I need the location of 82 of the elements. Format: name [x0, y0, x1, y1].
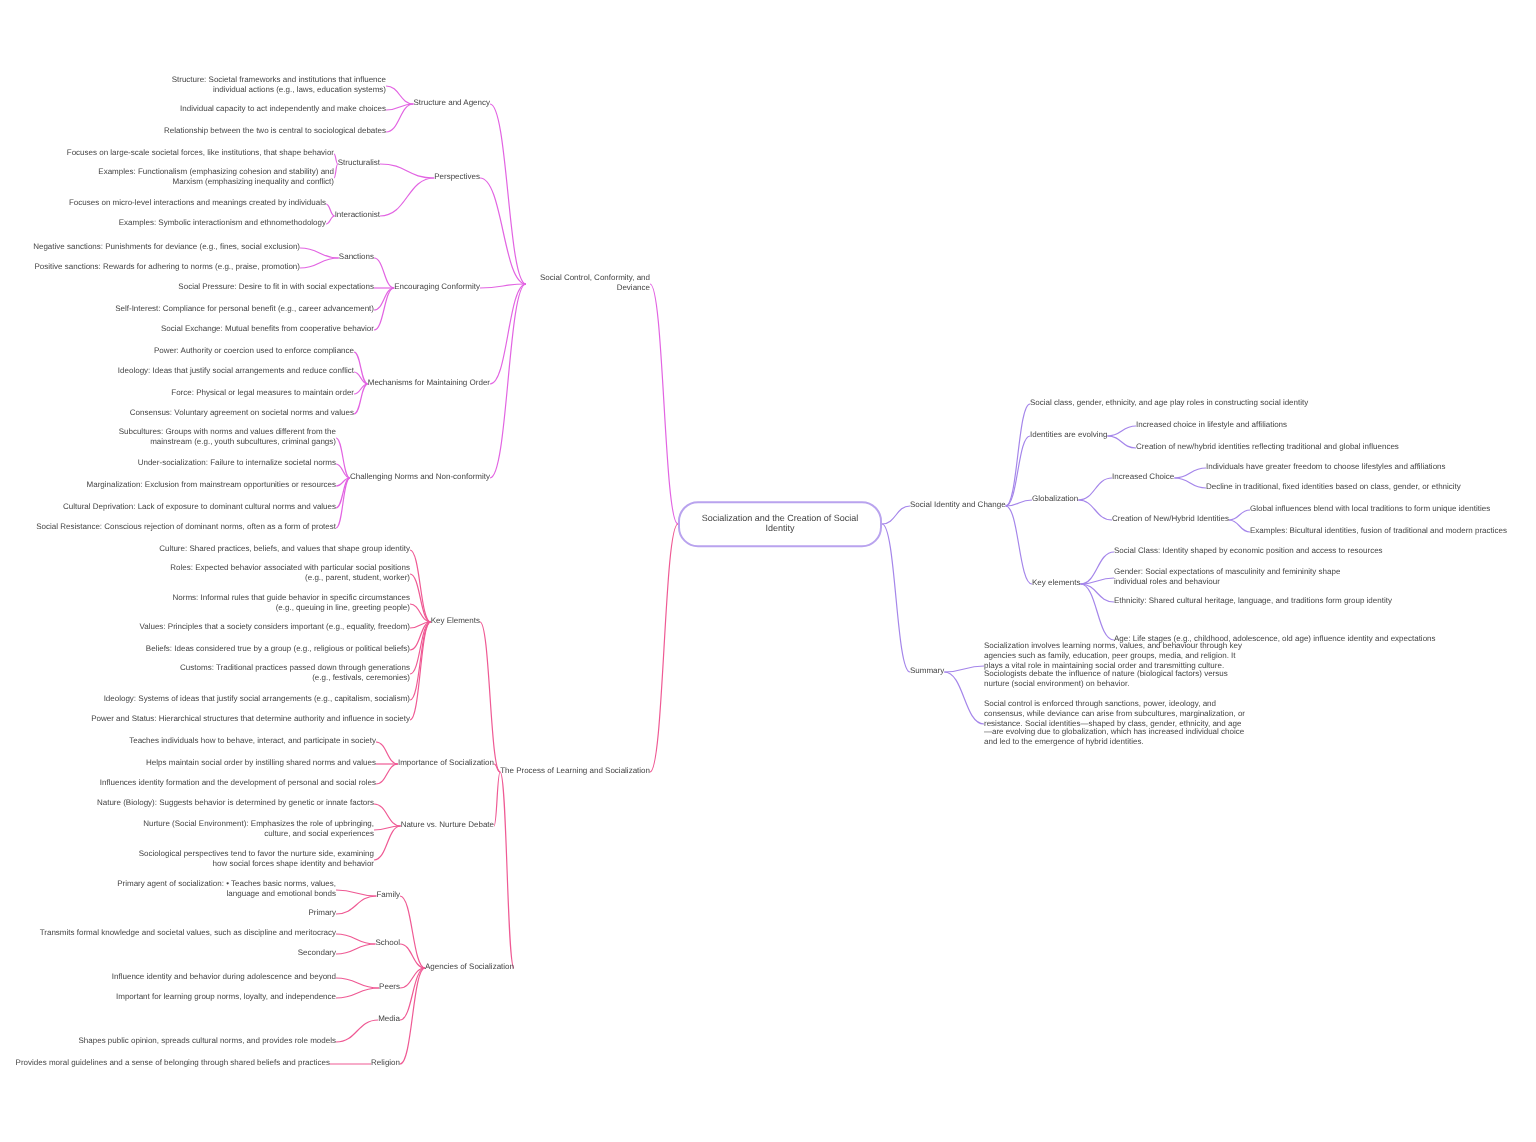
connector-line [399, 943, 426, 969]
connector-line [489, 103, 527, 285]
connector-line [479, 177, 527, 285]
connector-line [333, 163, 339, 179]
connector-line [1106, 425, 1137, 437]
connector-line [493, 771, 501, 827]
connector-line [373, 257, 395, 289]
connector-line [399, 967, 426, 1021]
connector-line [373, 287, 395, 289]
connector-line [409, 603, 432, 623]
connector-line [1079, 577, 1115, 585]
connector-line [493, 763, 501, 773]
connector-line [353, 383, 369, 395]
connector-line [1228, 509, 1251, 521]
connector-line [409, 621, 432, 675]
connector-line [409, 621, 432, 629]
connector-line [489, 283, 527, 385]
connector-line [379, 177, 435, 217]
connector-line [1106, 435, 1137, 449]
connector-line [1079, 583, 1115, 603]
connector-line [385, 103, 415, 111]
connector-line [325, 215, 336, 225]
connector-line [489, 283, 527, 479]
connector-line [399, 895, 426, 969]
connector-line [335, 1019, 379, 1043]
connector-line [373, 287, 395, 331]
connector-line [335, 437, 351, 479]
connector-line [329, 1063, 372, 1065]
connector-line [385, 103, 415, 133]
connector-line [409, 573, 432, 623]
connector-line [335, 987, 380, 999]
connector-line [1005, 435, 1031, 507]
connector-line [649, 283, 679, 525]
connector-line [335, 477, 351, 487]
connector-line [499, 771, 515, 969]
connector-line [1228, 519, 1251, 533]
connector-line [299, 257, 340, 269]
connector-line [1077, 477, 1113, 501]
connector-line [1005, 499, 1033, 507]
connector-line [375, 763, 399, 785]
connector-line [409, 621, 432, 651]
connector-line [1005, 505, 1033, 585]
connector-line [373, 825, 402, 861]
connector-line [943, 671, 985, 725]
connector-line [1079, 551, 1115, 585]
connector-line [373, 287, 395, 311]
connector-line [335, 895, 378, 915]
connector-line [1173, 467, 1207, 479]
connector-line [325, 203, 336, 217]
connector-line [353, 351, 369, 385]
connector-line [353, 371, 369, 385]
connector-line [385, 85, 415, 105]
connector-line [353, 383, 369, 415]
connector-line [333, 153, 339, 165]
connector-line [943, 665, 985, 673]
connector-line [399, 967, 426, 989]
connector-line [379, 163, 435, 179]
connector-line [335, 889, 378, 897]
connector-line [479, 621, 501, 773]
connector-line [375, 763, 399, 765]
connector-line [1077, 499, 1113, 521]
connector-line [373, 825, 402, 831]
connector-line [335, 477, 351, 529]
connector-line [1005, 403, 1031, 507]
connector-line [335, 933, 377, 945]
connector-line [335, 943, 377, 955]
connector-line [335, 463, 351, 479]
connector-line [649, 523, 679, 773]
connector-line [299, 247, 340, 259]
connector-line [479, 283, 527, 289]
connector-line [335, 477, 351, 509]
connector-line [881, 523, 911, 673]
connector-line [1173, 477, 1207, 489]
connector-line [399, 967, 426, 1065]
connector-line [375, 741, 399, 765]
connector-line [409, 549, 432, 623]
connector-line [409, 621, 432, 701]
connector-line [1079, 583, 1115, 641]
connector-line [373, 803, 402, 827]
connector-line [881, 505, 911, 525]
connector-line [409, 621, 432, 721]
connector-line [335, 977, 380, 989]
